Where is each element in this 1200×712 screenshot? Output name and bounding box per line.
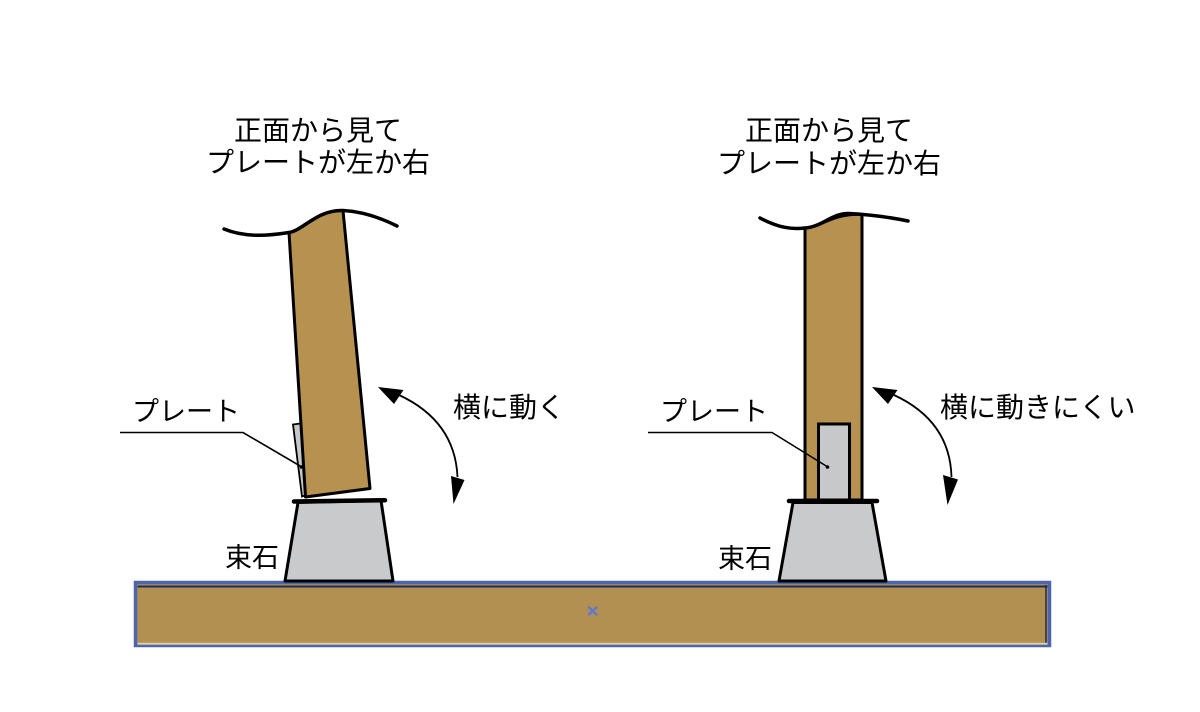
selection-center-marker-icon[interactable] <box>587 606 598 616</box>
left-swing-arrowhead-up <box>378 387 404 404</box>
left-heading-line2: プレートが左か右 <box>206 147 430 178</box>
right-stone <box>777 501 888 583</box>
left-heading-line1: 正面から見て <box>234 115 402 146</box>
left-plate-leader-line <box>120 431 302 468</box>
left-swing-arrowhead-down <box>451 476 465 504</box>
right-swing-arrowhead-down <box>943 475 958 505</box>
right-swing-arrow-icon <box>872 387 958 505</box>
right-assembly: プレート 束石 横に動きにくい 正面から見て プレートが左か右 <box>648 115 1135 583</box>
right-plate <box>817 422 851 502</box>
right-swing-arrowhead-up <box>872 387 898 404</box>
right-post-cutoff-wave <box>758 211 910 231</box>
right-stone-label: 束石 <box>718 544 772 574</box>
left-stone-top-edge <box>291 497 388 504</box>
right-heading-line1: 正面から見て <box>745 115 913 146</box>
right-swing-arrow-arc <box>893 394 953 478</box>
right-plate-leader-line <box>648 431 828 468</box>
left-motion-label: 横に動く <box>453 392 565 423</box>
left-post-cutoff-wave <box>222 208 399 237</box>
left-swing-arrow-icon <box>378 387 465 504</box>
left-plate-leader-dot <box>299 465 304 469</box>
right-heading-line2: プレートが左か右 <box>717 148 941 179</box>
right-plate-label: プレート <box>660 397 768 427</box>
left-plate-label: プレート <box>132 397 240 427</box>
left-swing-arrow-arc <box>398 394 459 478</box>
right-plate-leader-dot <box>825 465 830 469</box>
left-stone <box>283 499 395 583</box>
ground-beam[interactable] <box>133 580 1052 648</box>
right-motion-label: 横に動きにくい <box>940 392 1135 423</box>
ground-beam-rect[interactable] <box>133 580 1052 648</box>
left-stone-label: 束石 <box>225 543 279 573</box>
left-assembly: プレート 束石 横に動く 正面から見て プレートが左か右 <box>120 115 565 583</box>
